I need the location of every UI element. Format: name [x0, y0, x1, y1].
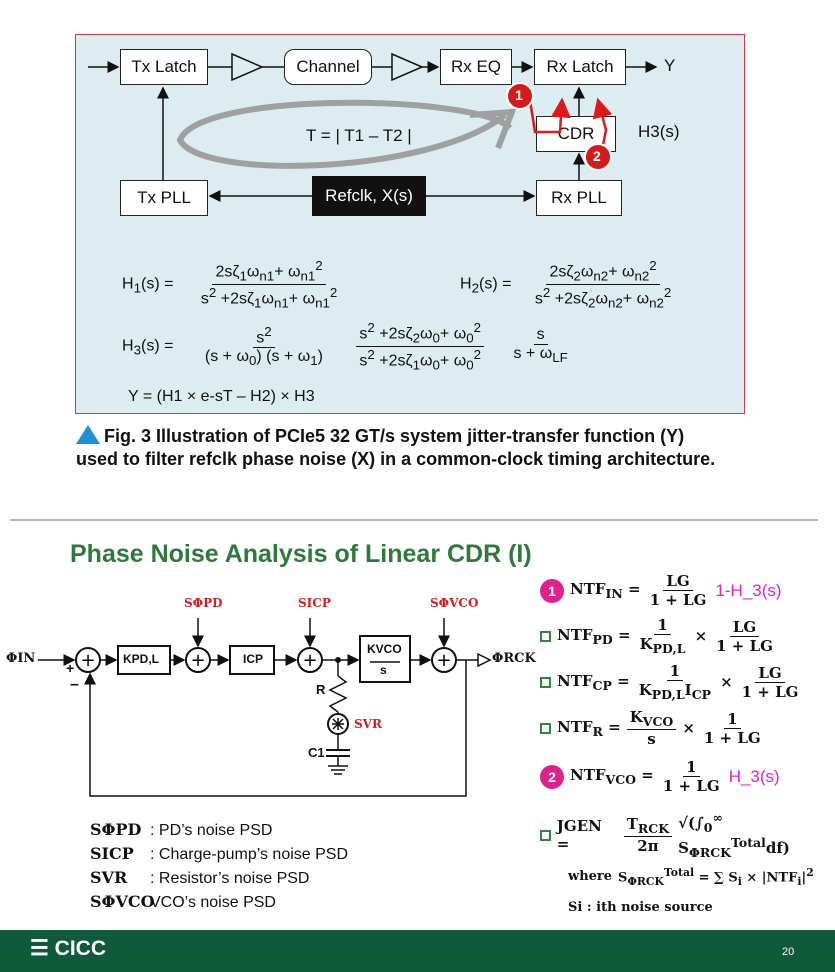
cicc-logo: ☰ CICC: [30, 937, 107, 960]
y-equation: Y = (H1 × e-sT – H2) × H3: [128, 388, 315, 405]
marker-2: [584, 143, 612, 171]
tx-pll-block: Tx PLL: [120, 180, 208, 216]
footer-bar: [0, 930, 835, 972]
h3-label: H3(s): [638, 122, 680, 141]
output-y: Y: [664, 56, 676, 75]
marker-1-label: 1: [515, 87, 523, 103]
si-note: Si : ith noise source: [568, 900, 713, 915]
page-number: 20: [782, 946, 795, 958]
kpd-label: KPD,L: [123, 652, 159, 666]
rx-eq-block: Rx EQ: [440, 49, 512, 85]
figure-caption: Fig. 3 Illustration of PCIe5 32 GT/s sys…: [76, 425, 716, 469]
svg-text:+: +: [190, 650, 205, 671]
phi-rck-label: ΦRCK: [492, 651, 536, 666]
kvco-num: KVCO: [367, 642, 402, 656]
cdr-loop-diagram: + + + +: [38, 618, 492, 797]
red-path-1: [526, 87, 571, 134]
noise-r-label: SVR: [354, 717, 382, 731]
t-label: T = | T1 – T2 |: [306, 126, 412, 145]
logo-icon: ☰: [30, 937, 55, 960]
r-label: R: [316, 682, 326, 697]
tx-latch-block: Tx Latch: [120, 49, 208, 85]
tx-driver-icon: [231, 52, 264, 82]
channel-block: Channel: [284, 49, 372, 85]
legend-r: SVR: Resistor’s noise PSD: [90, 868, 310, 887]
triangle-icon: [76, 425, 100, 444]
phi-in-label: ΦIN: [6, 651, 36, 666]
svg-text:+: +: [302, 650, 317, 671]
marker-2-label: 2: [593, 148, 601, 164]
h3-equation: H3(s) = s2(s + ω0) (s + ω1) s2 +2sζ2ω0+ …: [122, 320, 568, 373]
legend-vco: SΦVCOVCO’s noise PSD: [90, 892, 276, 911]
legend-pd: SΦPD: PD’s noise PSD: [90, 820, 273, 839]
noise-pd-label: SΦPD: [184, 596, 223, 610]
section-divider: [10, 519, 818, 521]
noise-icp-label: SICP: [298, 596, 331, 610]
plus-sign: +: [66, 660, 75, 676]
icp-label: ICP: [243, 652, 264, 666]
marker-1: [506, 82, 534, 110]
resistor-icon: [328, 675, 348, 713]
rx-buffer-icon: [391, 52, 424, 82]
kvco-den: s: [380, 663, 387, 677]
figure-wires: [88, 52, 658, 202]
c-label: C1: [308, 745, 325, 760]
gray-loop-arrow: [176, 99, 513, 169]
rx-pll-block: Rx PLL: [536, 180, 622, 216]
rx-latch-block: Rx Latch: [534, 49, 626, 85]
refclk-block: Refclk, X(s): [312, 176, 426, 216]
svg-text:+: +: [436, 650, 451, 671]
svg-text:+: +: [80, 650, 95, 671]
noise-vco-label: SΦVCO: [430, 596, 479, 610]
figure-frame: [75, 34, 745, 414]
legend-icp: SICP: Charge-pump’s noise PSD: [90, 844, 349, 863]
slide-title: Phase Noise Analysis of Linear CDR (I): [70, 540, 532, 568]
minus-sign: –: [70, 676, 79, 693]
